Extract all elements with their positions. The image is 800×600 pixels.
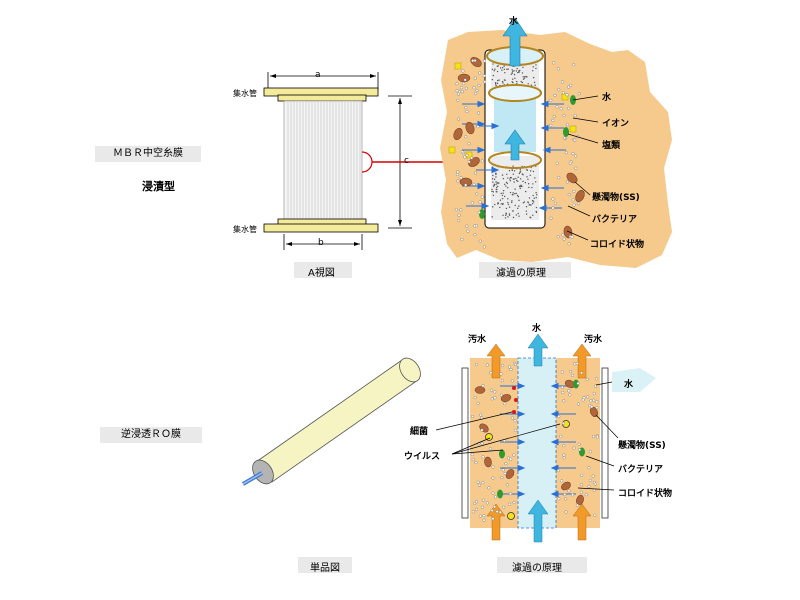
ro-principle-caption: 濾過の原理	[512, 563, 562, 574]
ro-dirty-left-label: 汚水	[468, 335, 487, 345]
mbr-water-out-label: 水	[509, 17, 519, 27]
mbr-legend-colloid: コロイド状物	[590, 240, 645, 250]
detail-marker	[361, 151, 373, 173]
ro-element-cylinder	[241, 357, 421, 486]
ro-legend-bacteria: バクテリア	[618, 465, 664, 475]
mbr-principle-caption: 濾過の原理	[496, 268, 546, 279]
a-view-caption: A視図	[308, 268, 335, 279]
ro-water-center-label: 水	[532, 324, 542, 334]
header-bottom-bar	[263, 223, 379, 233]
ro-legend-colloid: コロイド状物	[618, 489, 673, 499]
mbr-legend-ss: 懸濁物(SS)	[592, 193, 640, 203]
dimension-b	[283, 234, 363, 250]
mbr-principle-illustration	[440, 17, 672, 268]
ro-legend-ss: 懸濁物(SS)	[618, 441, 666, 451]
ro-virus-label: ウイルス	[404, 452, 441, 462]
mbr-legend-water: 水	[602, 93, 612, 103]
dimension-a-label: a	[315, 70, 321, 80]
mbr-subtitle: 浸漬型	[142, 180, 175, 193]
mbr-title: ＭＢＲ中空糸膜	[95, 146, 201, 162]
mbr-legend-bacteria: バクテリア	[592, 215, 638, 225]
mbr-legend-leaders	[566, 95, 599, 241]
mbr-legend-salt: 塩類	[602, 141, 621, 151]
dimension-a	[267, 72, 379, 90]
mbr-legend-ion: イオン	[602, 119, 630, 129]
dimension-c-label: c	[404, 156, 409, 166]
header-top-label: 集水管	[233, 89, 257, 98]
ro-legend-water: 水	[624, 380, 634, 390]
ro-principle-illustration	[435, 333, 619, 543]
ro-bacteria-label: 細菌	[410, 427, 429, 437]
hollow-fibers	[283, 100, 363, 220]
ro-title: 逆浸透ＲＯ膜	[100, 427, 202, 443]
header-bottom-label: 集水管	[233, 225, 257, 234]
dimension-b-label: b	[318, 238, 324, 248]
ro-dirty-right-label: 汚水	[584, 335, 603, 345]
ro-element-caption: 単品図	[310, 563, 340, 574]
